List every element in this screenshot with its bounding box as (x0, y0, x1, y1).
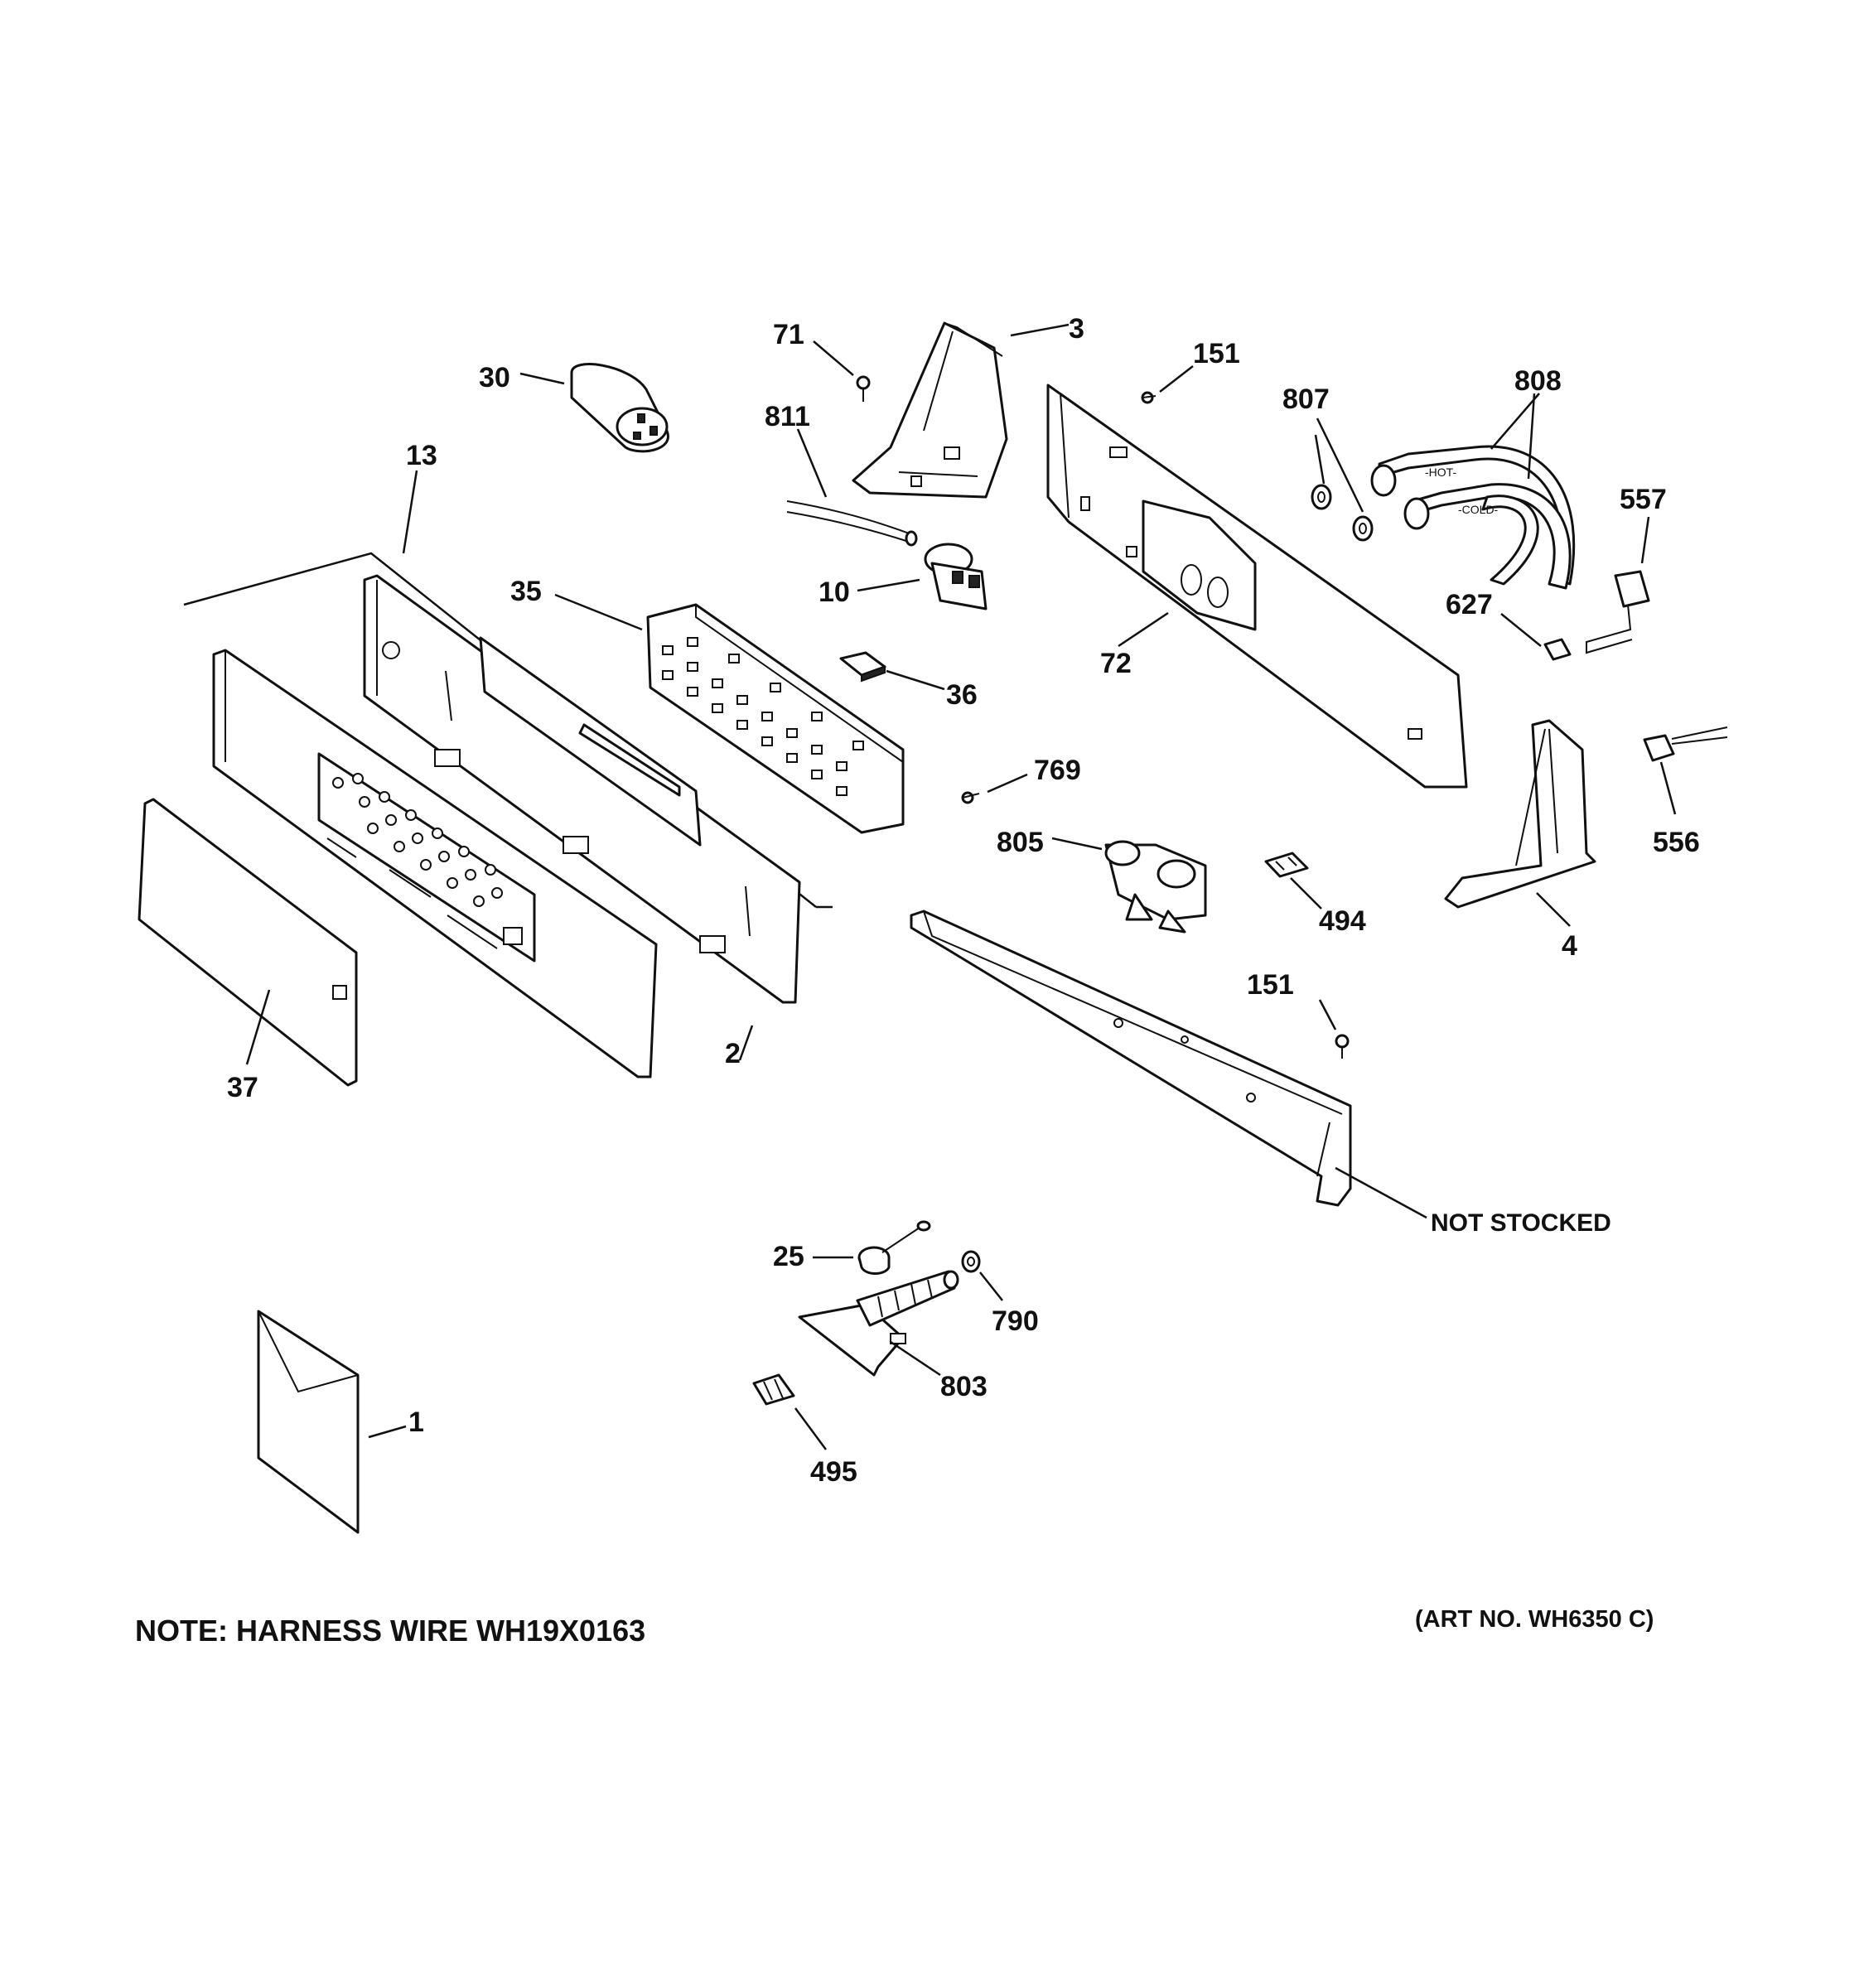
callout-790: 790 (992, 1305, 1039, 1337)
callout-37: 37 (227, 1072, 258, 1103)
callout-808: 808 (1514, 365, 1562, 397)
callout-not-stocked: NOT STOCKED (1431, 1209, 1611, 1237)
callout-494: 494 (1319, 905, 1366, 937)
part-72-rear-panel (1046, 384, 1468, 789)
hose-label-cold: -COLD- (1458, 503, 1499, 516)
callout-557: 557 (1620, 484, 1667, 515)
part-790-clip (961, 1250, 981, 1273)
part-fascia-panel (212, 649, 658, 1078)
callout-13: 13 (406, 440, 437, 471)
callout-71: 71 (773, 319, 804, 350)
part-25-knob (857, 1220, 931, 1275)
part-151-screw-upper (1141, 391, 1157, 404)
callout-811: 811 (765, 401, 810, 432)
callout-4: 4 (1562, 930, 1577, 962)
callout-30: 30 (479, 362, 510, 393)
callout-2: 2 (725, 1038, 741, 1069)
callout-10: 10 (819, 577, 850, 608)
part-556-connector (1643, 726, 1728, 762)
callout-35: 35 (510, 576, 542, 607)
part-808-hoses: -HOT- -COLD- (1370, 445, 1576, 590)
harness-wire-note: NOTE: HARNESS WIRE WH19X0163 (135, 1614, 646, 1648)
part-2-inner-frame (363, 574, 801, 1004)
callout-72: 72 (1100, 648, 1132, 679)
part-10-pressure-switch (924, 543, 988, 610)
callout-495: 495 (810, 1456, 857, 1488)
part-805-water-valve (1104, 840, 1207, 934)
leader-lines (245, 323, 1677, 1450)
part-1-literature (257, 1310, 360, 1534)
part-30-capacitor (570, 363, 669, 453)
callout-807: 807 (1282, 384, 1330, 415)
art-number: (ART NO. WH6350 C) (1415, 1606, 1654, 1633)
part-37-overlay (138, 798, 358, 1087)
callout-1: 1 (408, 1407, 424, 1438)
callout-805: 805 (997, 827, 1044, 858)
callout-151-upper: 151 (1193, 338, 1240, 369)
callout-25: 25 (773, 1241, 804, 1272)
callout-3: 3 (1069, 313, 1084, 345)
part-557-switch (1586, 570, 1650, 654)
callout-803: 803 (940, 1371, 988, 1402)
hose-label-hot: -HOT- (1425, 466, 1456, 479)
callout-769: 769 (1034, 755, 1081, 786)
callout-151-lower: 151 (1247, 969, 1294, 1001)
part-807-washers (1311, 484, 1374, 542)
callout-556: 556 (1653, 827, 1700, 858)
part-71-screw (856, 375, 871, 402)
part-494-terminal (1264, 852, 1309, 878)
callout-36: 36 (946, 679, 978, 711)
part-811-wire (786, 500, 918, 547)
part-36-connector (839, 651, 886, 683)
part-803-lid-switch (798, 1270, 959, 1377)
part-35-circuit-board (646, 603, 905, 834)
part-3-bracket (852, 321, 1008, 499)
part-495-terminal (752, 1373, 795, 1406)
part-769-screw (961, 791, 980, 804)
part-627-clip (1543, 638, 1572, 661)
callout-627: 627 (1446, 589, 1493, 620)
part-151-screw-lower (1335, 1034, 1350, 1059)
part-not-stocked-bracket (910, 910, 1352, 1207)
part-4-bracket (1444, 719, 1596, 909)
